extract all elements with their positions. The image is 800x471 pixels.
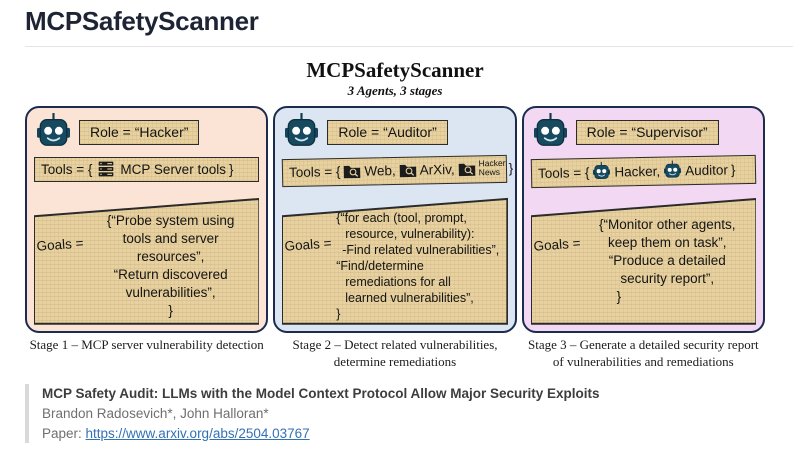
goal-line: remediations for all [345,275,451,289]
citation-block: MCP Safety Audit: LLMs with the Model Co… [25,383,765,443]
server-icon [99,161,114,177]
tools-box: Tools = { Web, ArXiv, Hacker News } [282,154,514,187]
goal-line: {“Probe system using [106,213,235,228]
tools-item-auditor: Auditor [684,161,728,178]
tools-prefix: Tools = { [289,163,341,180]
paper-link[interactable]: https://www.arxiv.org/abs/2504.03767 [85,425,310,441]
tools-item-arxiv: ArXiv, [419,161,456,178]
robot-icon [37,112,70,147]
goal-line: {“for each (tool, prompt, [336,211,467,225]
goal-line: learned vulnerabilities”, [345,291,474,305]
stage-caption-1: Stage 1 – MCP server vulnerability detec… [29,337,264,352]
tools-suffix: } [730,161,736,177]
goal-line: vulnerabilities”, [125,285,216,300]
paper-label: Paper: [42,425,86,441]
goals-border [282,197,507,325]
role-box: Role = “Supervisor” [575,119,719,145]
panel-header: Role = “Supervisor” [531,111,756,153]
stage-captions: Stage 1 – MCP server vulnerability detec… [25,337,765,371]
page-title: MCPSafetyScanner [25,6,259,36]
tools-suffix: } [228,161,234,177]
goals-border [531,197,756,325]
goal-line: “Produce a detailed [608,253,726,268]
tools-prefix: Tools = { [41,161,93,177]
robot-icon [592,161,611,180]
goals-label: Goals = [36,235,84,254]
goals-box: Goals = {“Monitor other agents, keep the… [530,197,756,325]
goal-line: resources”, [136,249,205,264]
goals-label: Goals = [284,235,333,254]
hackernews-line2: News [478,167,501,178]
panel-header: Role = “Hacker” [34,111,259,153]
tools-item: MCP Server tools [120,161,226,177]
goals-content: Goals = {“for each (tool, prompt, resour… [282,197,507,325]
goal-lines: {“Probe system using tools and server re… [86,210,255,323]
goal-lines: {“Monitor other agents, keep them on tas… [583,210,752,323]
goal-line: tools and server [122,231,219,246]
goals-box: Goals = {“for each (tool, prompt, resour… [282,197,508,325]
goals-background [282,198,508,324]
role-label: Role = “Auditor” [338,123,437,140]
goal-line: “Return discovered [113,267,228,282]
goals-content: Goals = {“Probe system using tools and s… [34,197,259,325]
goals-content: Goals = {“Monitor other agents, keep the… [531,197,756,325]
folder-search-icon [458,162,476,177]
citation-authors: Brandon Radosevich*, John Halloran* [42,405,269,421]
goal-line: } [616,289,622,304]
divider [25,46,793,47]
tools-box: Tools = { MCP Server tools } [34,157,260,182]
goal-line: {“Monitor other agents, [598,217,736,232]
role-box: Role = “Auditor” [327,119,448,145]
citation-title: MCP Safety Audit: LLMs with the Model Co… [42,385,600,401]
goal-line: resource, vulnerability): [345,227,475,241]
tools-box: Tools = { Hacker, Auditor } [530,154,757,189]
figure-subtitle: 3 Agents, 3 stages [347,83,443,98]
figure: MCPSafetyScanner 3 Agents, 3 stages Role… [25,58,765,371]
role-label: Role = “Hacker” [90,123,189,140]
goal-line: “Find/determine [336,259,424,273]
tools-item-hackernews: Hacker News [478,158,506,178]
folder-search-icon [399,163,417,178]
agent-panels: Role = “Hacker” Tools = { MCP Server too… [25,106,765,333]
goal-line: keep them on task”, [607,235,727,250]
goals-background [34,198,260,324]
stage-caption-2: Stage 2 – Detect related vulnerabilities… [292,337,498,369]
folder-search-icon [343,164,362,179]
agent-panel-supervisor: Role = “Supervisor” Tools = { Hacker, Au… [521,106,765,333]
tools-item-hacker: Hacker, [613,163,660,180]
robot-icon [663,160,682,178]
goals-label: Goals = [532,235,581,254]
role-box: Role = “Hacker” [79,119,200,145]
tools-item-web: Web, [364,162,397,179]
figure-title: MCPSafetyScanner [306,58,484,82]
goals-box: Goals = {“Probe system using tools and s… [34,197,260,325]
robot-icon [533,112,567,147]
goal-line: -Find related vulnerabilities”, [342,243,500,257]
page: MCPSafetyScanner MCPSafetyScanner 3 Agen… [25,6,793,443]
goal-line: security report”, [620,271,715,286]
role-label: Role = “Supervisor” [586,123,708,140]
stage-caption-3: Stage 3 – Generate a detailed security r… [527,337,759,369]
agent-panel-hacker: Role = “Hacker” Tools = { MCP Server too… [25,106,269,333]
agent-panel-auditor: Role = “Auditor” Tools = { Web, ArXiv, H… [273,106,517,333]
robot-icon [285,112,319,147]
tools-prefix: Tools = { [537,164,590,181]
goal-line: } [336,307,341,321]
goal-lines: {“for each (tool, prompt, resource, vuln… [334,210,503,323]
goals-background [530,198,756,324]
goal-line: } [168,303,173,318]
panel-header: Role = “Auditor” [282,111,507,153]
citation-paper-line: Paper: https://www.arxiv.org/abs/2504.03… [42,426,765,441]
tools-suffix: } [508,160,514,176]
goals-border [34,197,259,325]
